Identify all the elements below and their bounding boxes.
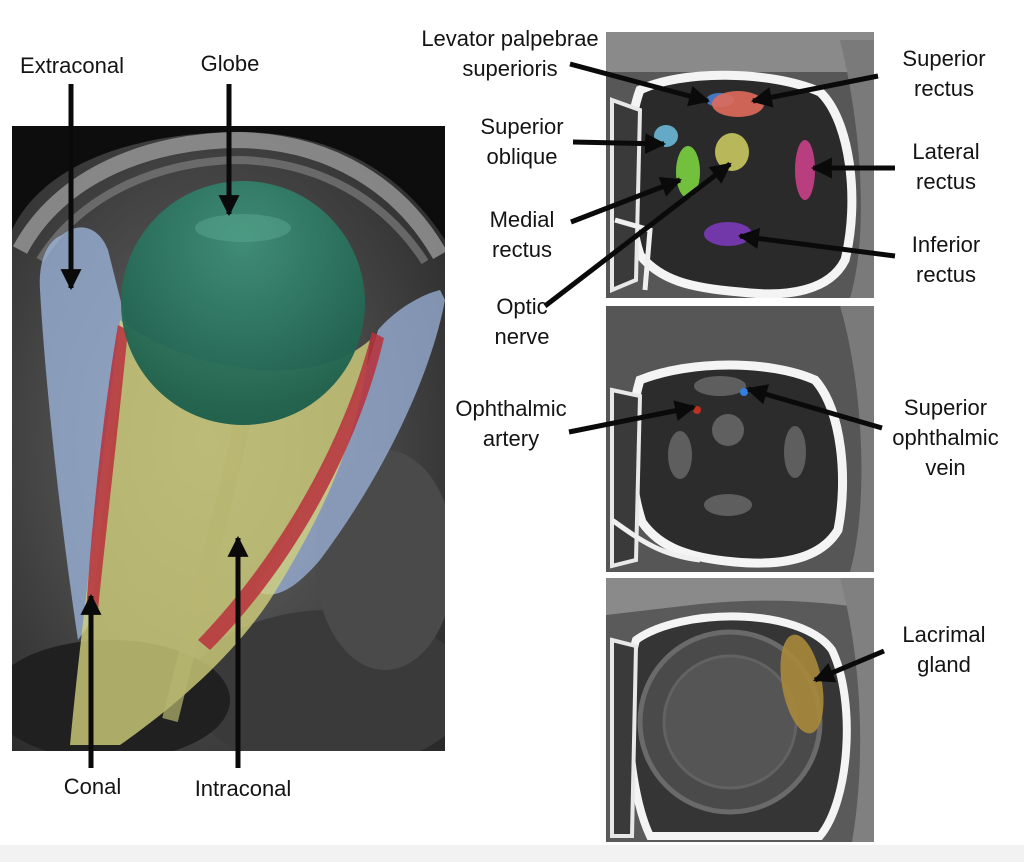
conal-region-lateral [198,332,384,650]
label-ophthalmic-artery: Ophthalmic artery [455,396,567,451]
lacrimal-gland-structure [780,634,824,734]
ophthalmic-artery-structure [693,406,701,414]
label-levator-palpebrae: Levator palpebrae superioris [421,26,599,81]
arrow-medial-rectus [570,176,682,225]
label-intraconal: Intraconal [194,776,292,801]
conal-region-medial [86,325,128,612]
mri-axial-panel [12,126,445,751]
label-extraconal: Extraconal [20,53,124,78]
label-optic-nerve: Optic nerve [494,294,550,349]
label-inferior-rectus: Inferior rectus [911,232,981,287]
label-superior-rectus: Superior rectus [902,46,986,101]
arrow-ophthalmic-artery [568,400,697,435]
superior-ophthalmic-vein-structure [740,388,748,396]
arrow-superior-ophthalmic-vein [745,384,883,431]
ct-lacrimal-panel [606,578,874,842]
arrow-superior-rectus [750,73,879,108]
label-conal: Conal [63,774,122,799]
globe-region [121,181,365,425]
label-medial-rectus: Medial rectus [489,207,555,262]
arrow-inferior-rectus [737,228,896,259]
label-superior-ophthalmic-vein: Superior ophthalmic vein [892,395,999,480]
arrow-optic-nerve [543,162,732,308]
medial-rectus-muscle [676,146,700,198]
caption-strip [0,845,1024,862]
arrow-levator [569,61,711,107]
extraconal-region [39,227,129,640]
optic-nerve-structure [715,133,749,171]
arrow-lacrimal-gland [813,648,885,683]
arrow-superior-oblique [572,133,667,155]
ct-coronal-vessels-panel [606,306,874,572]
lateral-rectus-muscle [795,140,815,200]
annotation-arrows [60,61,896,768]
superior-rectus-muscle [712,91,764,117]
label-globe: Globe [200,51,260,76]
label-lacrimal-gland: Lacrimal gland [902,622,986,677]
inferior-rectus-muscle [704,222,752,246]
label-superior-oblique: Superior oblique [480,114,564,169]
label-lateral-rectus: Lateral rectus [912,139,980,194]
ct-coronal-muscles-panel [606,32,874,298]
